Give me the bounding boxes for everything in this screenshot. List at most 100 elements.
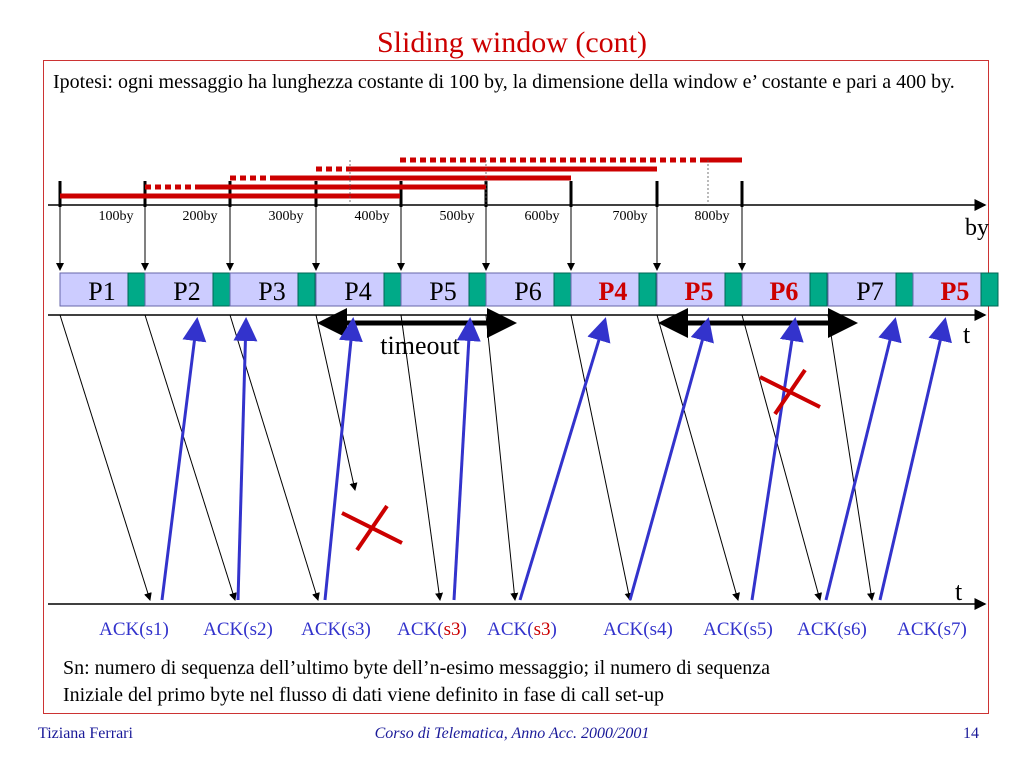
packet-box [400,272,470,307]
ack-line [824,317,902,601]
byte-tick-label: 500by [440,209,475,224]
packet-label: P5 [941,277,970,306]
packet-label: P2 [173,277,200,306]
ack-line [628,317,714,601]
time-axis-top-label: t [963,320,971,349]
ack-label: ACK(s4) [603,619,673,640]
ack-label-number: 7 [951,619,961,640]
ack-label: ACK(s7) [897,619,967,640]
ack-label-number: s3 [534,619,551,640]
data-packet-line [485,314,519,601]
ack-label: ACK(s6) [797,619,867,640]
byte-tick-label: 300by [269,209,304,224]
ack-label-suffix: ) [667,619,673,640]
sequence-number-note: Sn: numero di sequenza dell’ultimo byte … [63,655,983,709]
packet-label: P6 [770,277,799,306]
ack-slot [127,272,146,307]
ack-label-number: 1 [153,619,163,640]
ack-label-suffix: ) [767,619,773,640]
ack-label-prefix: ACK( [487,619,533,640]
ack-line [878,317,952,601]
ack-label-number: 2 [257,619,267,640]
content-frame [43,60,989,714]
ack-label-prefix: ACK( [397,619,443,640]
ack-label-prefix: ACK(s [203,619,257,640]
data-packet-line [59,314,152,601]
packet-label: P6 [514,277,541,306]
ack-slot [724,272,743,307]
ack-label: ACK(s3) [301,619,371,640]
ack-slot [980,272,999,307]
packet-label: P5 [429,277,456,306]
ack-label-suffix: ) [365,619,371,640]
ack-line [518,317,611,601]
ack-line [323,317,363,601]
ack-label-prefix: ACK(s [897,619,951,640]
ack-label-suffix: ) [861,619,867,640]
ack-label-number: 4 [657,619,667,640]
ack-slot [383,272,402,307]
packet-label: P4 [344,277,371,306]
byte-axis-unit-label: by [965,215,989,241]
ack-line [160,317,207,601]
note-line-1: Sn: numero di sequenza dell’ultimo byte … [63,657,771,679]
ack-slot [895,272,914,307]
ack-label-suffix: ) [551,619,557,640]
byte-tick-label: 200by [183,209,218,224]
ack-slot [638,272,657,307]
byte-tick-label: 400by [355,209,390,224]
data-packet-line [400,314,444,601]
note-line-2: Iniziale del primo byte nel flusso di da… [63,684,664,706]
data-packet-line [741,314,823,601]
ack-slot [553,272,572,307]
ack-label-number: s3 [444,619,461,640]
slide-title: Sliding window (cont) [377,26,647,59]
packet-box [741,272,811,307]
hypothesis-text: Ipotesi: ogni messaggio ha lunghezza cos… [53,71,955,93]
ack-label-number: 3 [355,619,365,640]
ack-label: ACK(s5) [703,619,773,640]
packet-label: P3 [258,277,285,306]
byte-tick-label: 800by [695,209,730,224]
ack-label-suffix: ) [163,619,169,640]
data-packet-line [656,314,740,601]
ack-label: ACK(s3) [487,619,557,640]
packet-label: P7 [856,277,883,306]
ack-label-suffix: ) [461,619,467,640]
packet-box [656,272,726,307]
ack-line [233,317,258,601]
ack-label: ACK(s2) [203,619,273,640]
packet-label: P1 [88,277,115,306]
ack-label-number: 5 [757,619,767,640]
timeout-label: timeout [380,331,460,360]
footer-course: Corso di Telematica, Anno Acc. 2000/2001 [374,725,650,742]
ack-slot [212,272,231,307]
ack-label: ACK(s1) [99,619,169,640]
packet-box [485,272,555,307]
ack-line [750,317,804,601]
data-packet-line [827,314,875,601]
byte-tick-label: 100by [99,209,134,224]
ack-slot [297,272,316,307]
packet-box [315,272,385,307]
ack-label-number: 6 [851,619,861,640]
data-packet-line [315,314,358,491]
packet-label: P4 [599,277,628,306]
time-axis-bottom-label: t [955,577,963,606]
byte-tick-label: 700by [613,209,648,224]
ack-label-prefix: ACK(s [703,619,757,640]
footer-author: Tiziana Ferrari [38,725,133,742]
loss-cross-ack [773,368,807,416]
ack-slot [468,272,487,307]
ack-label-prefix: ACK(s [301,619,355,640]
packet-label: P5 [685,277,714,306]
ack-line [452,317,481,601]
ack-label-suffix: ) [961,619,967,640]
data-packet-line [144,314,237,601]
loss-cross-data [355,504,389,552]
packet-box [570,272,640,307]
footer-page-number: 14 [963,725,979,742]
ack-label: ACK(s3) [397,619,467,640]
ack-label-prefix: ACK(s [797,619,851,640]
